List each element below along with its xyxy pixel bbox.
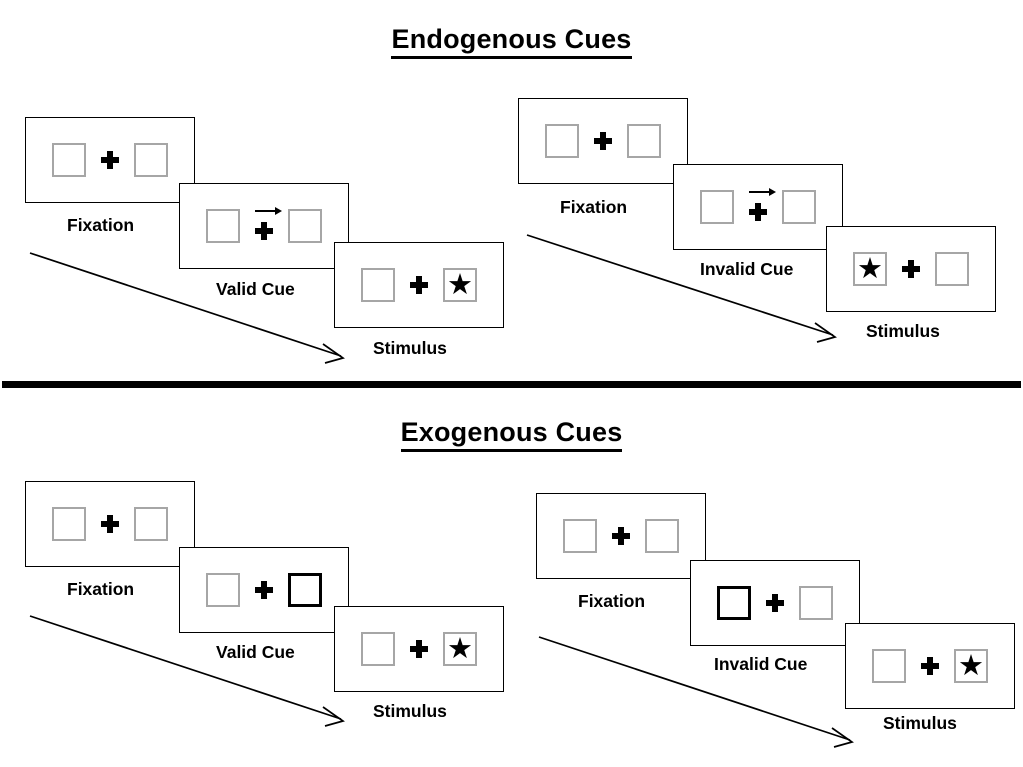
panel-fixation: [518, 98, 688, 184]
fixation-cross-icon: [410, 640, 428, 658]
sequence-exogenous-valid: Fixation Valid Cue ★ Stimulus: [25, 481, 504, 727]
stage-label-fixation: Fixation: [560, 197, 628, 217]
stim-box-left-target: ★: [853, 252, 887, 286]
fixation-cross-icon: [612, 527, 630, 545]
cue-arrow-right-icon: [255, 206, 283, 216]
fixation-cross-icon: [410, 276, 428, 294]
target-star-icon: ★: [447, 630, 473, 665]
fixation-cross-icon: [255, 222, 273, 240]
timeline-arrow-exogenous-valid: [29, 615, 345, 727]
stim-box-right-target: ★: [443, 268, 477, 302]
stim-box-left: [52, 143, 86, 177]
stim-box-left: [206, 573, 240, 607]
timeline-arrow-exogenous-invalid: [538, 636, 854, 748]
stim-box-left: [700, 190, 734, 224]
stage-label-stimulus: Stimulus: [373, 338, 447, 358]
timeline-arrow-endogenous-valid: [29, 252, 345, 364]
section-title-text: Exogenous Cues: [400, 417, 623, 452]
cue-arrow-right-icon: [749, 187, 777, 197]
target-star-icon: ★: [958, 647, 984, 682]
fixation-cross-icon: [921, 657, 939, 675]
panel-stimulus: ★: [845, 623, 1015, 709]
section-title-text: Endogenous Cues: [391, 24, 632, 59]
fixation-cross-icon: [766, 594, 784, 612]
stage-label-fixation: Fixation: [67, 579, 135, 599]
stim-box-left: [206, 209, 240, 243]
panel-invalid-cue: [690, 560, 860, 646]
section-divider: [2, 381, 1021, 388]
stage-label-invalid-cue: Invalid Cue: [714, 654, 808, 674]
panel-stimulus: ★: [334, 606, 504, 692]
stage-label-fixation: Fixation: [67, 215, 135, 235]
stim-box-left-cued: [717, 586, 751, 620]
section-title-endogenous: Endogenous Cues: [0, 24, 1023, 59]
stim-box-left: [872, 649, 906, 683]
stim-box-left: [545, 124, 579, 158]
stim-box-right-target: ★: [954, 649, 988, 683]
stim-box-right: [288, 209, 322, 243]
stim-box-right: [782, 190, 816, 224]
stage-label-stimulus: Stimulus: [883, 713, 957, 733]
stim-box-right-cued: [288, 573, 322, 607]
stim-box-right: [799, 586, 833, 620]
sequence-endogenous-valid: Fixation Valid Cue ★ Stimulus: [0, 0, 520, 380]
stim-box-right-target: ★: [443, 632, 477, 666]
fixation-cross-icon: [749, 203, 767, 221]
panel-fixation: [25, 117, 195, 203]
panel-invalid-cue: [673, 164, 843, 250]
target-star-icon: ★: [447, 266, 473, 301]
stage-label-invalid-cue: Invalid Cue: [700, 259, 794, 279]
stim-box-right: [134, 507, 168, 541]
fixation-cross-icon: [902, 260, 920, 278]
timeline-arrow-endogenous-invalid: [526, 234, 837, 343]
fixation-cross-icon: [101, 151, 119, 169]
stage-label-stimulus: Stimulus: [866, 321, 940, 341]
stage-label-fixation: Fixation: [578, 591, 646, 611]
stim-box-left: [52, 507, 86, 541]
sequence-endogenous-invalid: Fixation Invalid Cue ★ Stimulu: [0, 0, 1023, 380]
stage-label-valid-cue: Valid Cue: [216, 642, 295, 662]
stim-box-left: [361, 268, 395, 302]
stage-label-valid-cue: Valid Cue: [216, 279, 295, 299]
section-title-exogenous: Exogenous Cues: [0, 417, 1023, 452]
stage-label-stimulus: Stimulus: [373, 701, 447, 721]
fixation-cross-icon: [255, 581, 273, 599]
stim-box-right: [935, 252, 969, 286]
stim-box-left: [361, 632, 395, 666]
panel-stimulus: ★: [334, 242, 504, 328]
stim-box-left: [563, 519, 597, 553]
fixation-cross-icon: [594, 132, 612, 150]
panel-stimulus: ★: [826, 226, 996, 312]
stim-box-right: [645, 519, 679, 553]
panel-fixation: [536, 493, 706, 579]
fixation-cross-icon: [101, 515, 119, 533]
stim-box-right: [134, 143, 168, 177]
target-star-icon: ★: [857, 250, 883, 285]
panel-fixation: [25, 481, 195, 567]
stim-box-right: [627, 124, 661, 158]
panel-valid-cue: [179, 547, 349, 633]
panel-valid-cue: [179, 183, 349, 269]
